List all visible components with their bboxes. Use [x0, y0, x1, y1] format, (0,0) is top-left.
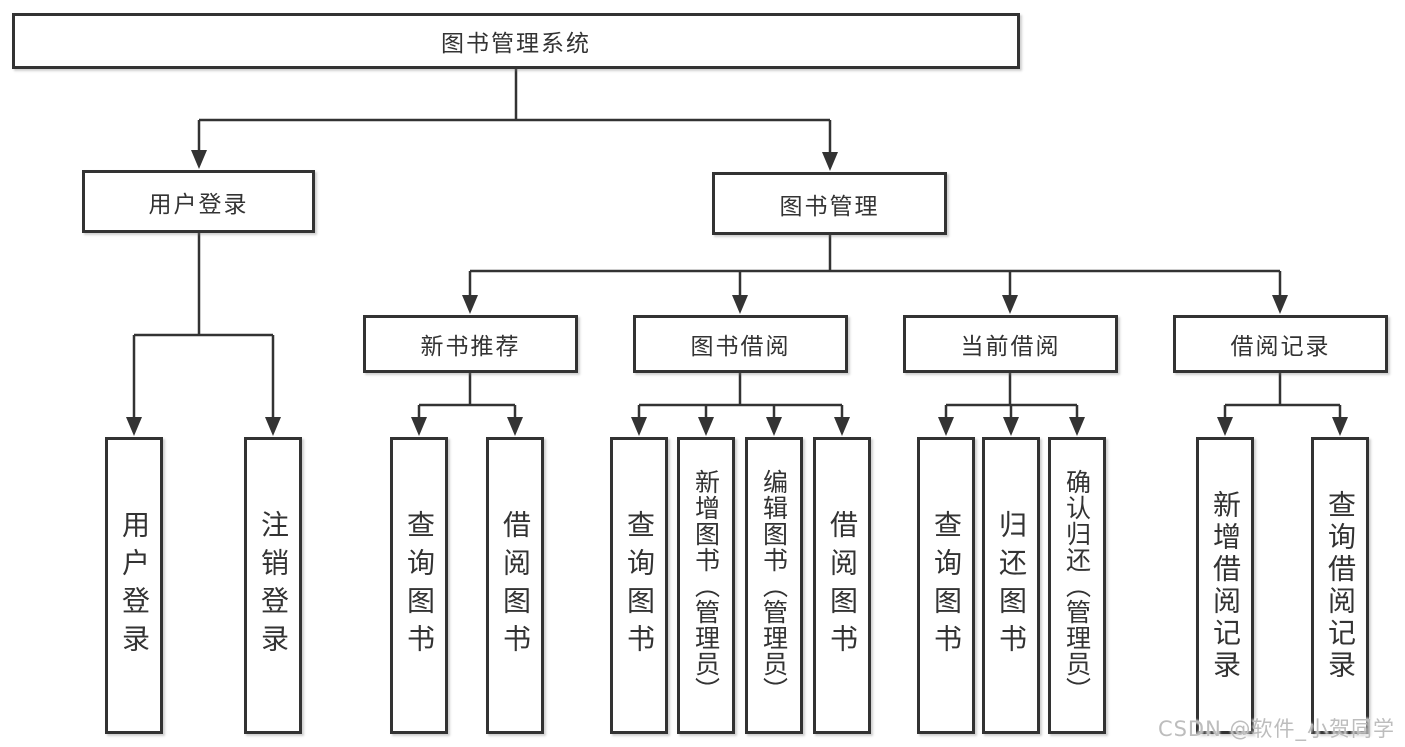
node-borrow-records-label: 借阅记录 — [1230, 334, 1331, 360]
leaf-add-book-admin-label: 新增图书（管理员） — [691, 468, 721, 703]
leaf-confirm-return-admin: 确认归还（管理员） — [1048, 437, 1106, 734]
leaf-query-books-2: 查询图书 — [610, 437, 668, 734]
node-user-login-branch: 用户登录 — [82, 170, 315, 233]
leaf-logout: 注销登录 — [244, 437, 302, 734]
leaf-query-books-1-label: 查询图书 — [403, 509, 436, 662]
leaf-add-book-admin: 新增图书（管理员） — [677, 437, 735, 734]
csdn-watermark: CSDN @软件_小贺同学 — [1157, 717, 1395, 741]
leaf-user-login: 用户登录 — [105, 437, 163, 734]
node-system-root: 图书管理系统 — [12, 13, 1020, 69]
node-borrow-records: 借阅记录 — [1173, 315, 1388, 373]
leaf-user-login-label: 用户登录 — [118, 509, 151, 662]
node-current-borrow-label: 当前借阅 — [960, 334, 1061, 360]
leaf-borrow-books-2-label: 借阅图书 — [826, 509, 859, 662]
leaf-add-borrow-record-label: 新增借阅记录 — [1209, 489, 1242, 682]
leaf-query-books-1: 查询图书 — [390, 437, 448, 734]
node-new-book-recommend-label: 新书推荐 — [420, 334, 521, 360]
leaf-edit-book-admin: 编辑图书（管理员） — [745, 437, 803, 734]
node-book-borrow-label: 图书借阅 — [690, 334, 791, 360]
leaf-query-books-3-label: 查询图书 — [930, 509, 963, 662]
leaf-confirm-return-admin-label: 确认归还（管理员） — [1062, 468, 1092, 703]
node-book-management-branch: 图书管理 — [712, 172, 947, 235]
leaf-borrow-books-1: 借阅图书 — [486, 437, 544, 734]
leaf-query-books-2-label: 查询图书 — [623, 509, 656, 662]
leaf-return-book-label: 归还图书 — [995, 509, 1028, 662]
leaf-query-borrow-record: 查询借阅记录 — [1311, 437, 1369, 734]
node-current-borrow: 当前借阅 — [903, 315, 1118, 373]
leaf-borrow-books-1-label: 借阅图书 — [499, 509, 532, 662]
node-new-book-recommend: 新书推荐 — [363, 315, 578, 373]
leaf-logout-label: 注销登录 — [257, 509, 290, 662]
node-user-login-branch-label: 用户登录 — [148, 191, 249, 218]
node-book-management-branch-label: 图书管理 — [779, 193, 880, 220]
node-book-borrow: 图书借阅 — [633, 315, 848, 373]
leaf-return-book: 归还图书 — [982, 437, 1040, 734]
node-system-root-label: 图书管理系统 — [441, 31, 591, 57]
leaf-edit-book-admin-label: 编辑图书（管理员） — [759, 468, 789, 703]
leaf-add-borrow-record: 新增借阅记录 — [1196, 437, 1254, 734]
leaf-borrow-books-2: 借阅图书 — [813, 437, 871, 734]
leaf-query-borrow-record-label: 查询借阅记录 — [1324, 489, 1357, 682]
leaf-query-books-3: 查询图书 — [917, 437, 975, 734]
